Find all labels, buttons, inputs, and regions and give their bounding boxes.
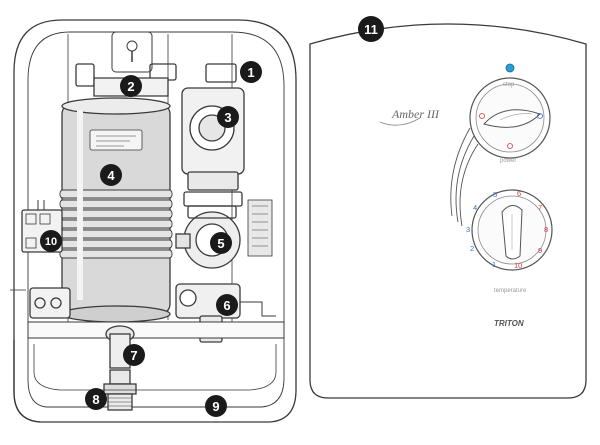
temp-scale-7: 7 <box>538 203 542 212</box>
marker-2: 2 <box>120 75 142 97</box>
temp-scale-5: 5 <box>493 190 497 199</box>
power-dial[interactable] <box>469 77 551 159</box>
temp-scale-9: 9 <box>538 246 542 255</box>
svg-text:6: 6 <box>223 298 230 313</box>
marker-5: 5 <box>210 232 232 254</box>
front-cover: Amber III stop power 1 2 3 4 <box>309 23 587 399</box>
temp-scale-4: 4 <box>473 203 477 212</box>
svg-text:1: 1 <box>247 65 254 80</box>
svg-text:3: 3 <box>224 110 231 125</box>
svg-text:9: 9 <box>212 399 219 414</box>
indicator-light <box>505 63 515 73</box>
temp-scale-1: 1 <box>492 260 496 269</box>
temperature-dial[interactable] <box>471 189 553 271</box>
marker-10: 10 <box>40 230 62 252</box>
brand-logo: TRITON <box>494 319 524 328</box>
temperature-label: temperature <box>494 288 527 294</box>
water-inlet <box>103 369 137 411</box>
mounting-bracket <box>111 31 153 73</box>
marker-7: 7 <box>123 344 145 366</box>
marker-9: 9 <box>205 395 227 417</box>
svg-text:4: 4 <box>107 168 115 183</box>
model-logo: Amber III <box>391 107 440 121</box>
temp-scale-10: 10 <box>514 261 522 270</box>
marker-11: 11 <box>358 16 384 42</box>
svg-text:7: 7 <box>130 348 137 363</box>
stop-label: stop <box>503 82 515 88</box>
temp-scale-6: 6 <box>517 189 521 198</box>
heater-tank <box>59 97 173 323</box>
power-label: power <box>500 158 516 164</box>
svg-text:11: 11 <box>364 22 378 37</box>
temp-scale-2: 2 <box>470 244 474 253</box>
svg-text:5: 5 <box>217 236 224 251</box>
marker-4: 4 <box>100 164 122 186</box>
svg-text:8: 8 <box>92 392 99 407</box>
marker-1: 1 <box>240 61 262 83</box>
temp-scale-8: 8 <box>544 225 548 234</box>
inner-casing <box>27 31 285 408</box>
svg-text:2: 2 <box>127 79 134 94</box>
marker-8: 8 <box>85 388 107 410</box>
marker-3: 3 <box>217 106 239 128</box>
bottom-casing-edge <box>13 340 41 423</box>
temp-scale-3: 3 <box>466 225 470 234</box>
marker-6: 6 <box>216 294 238 316</box>
svg-text:10: 10 <box>45 236 57 248</box>
stabilizer-valve <box>181 87 245 207</box>
